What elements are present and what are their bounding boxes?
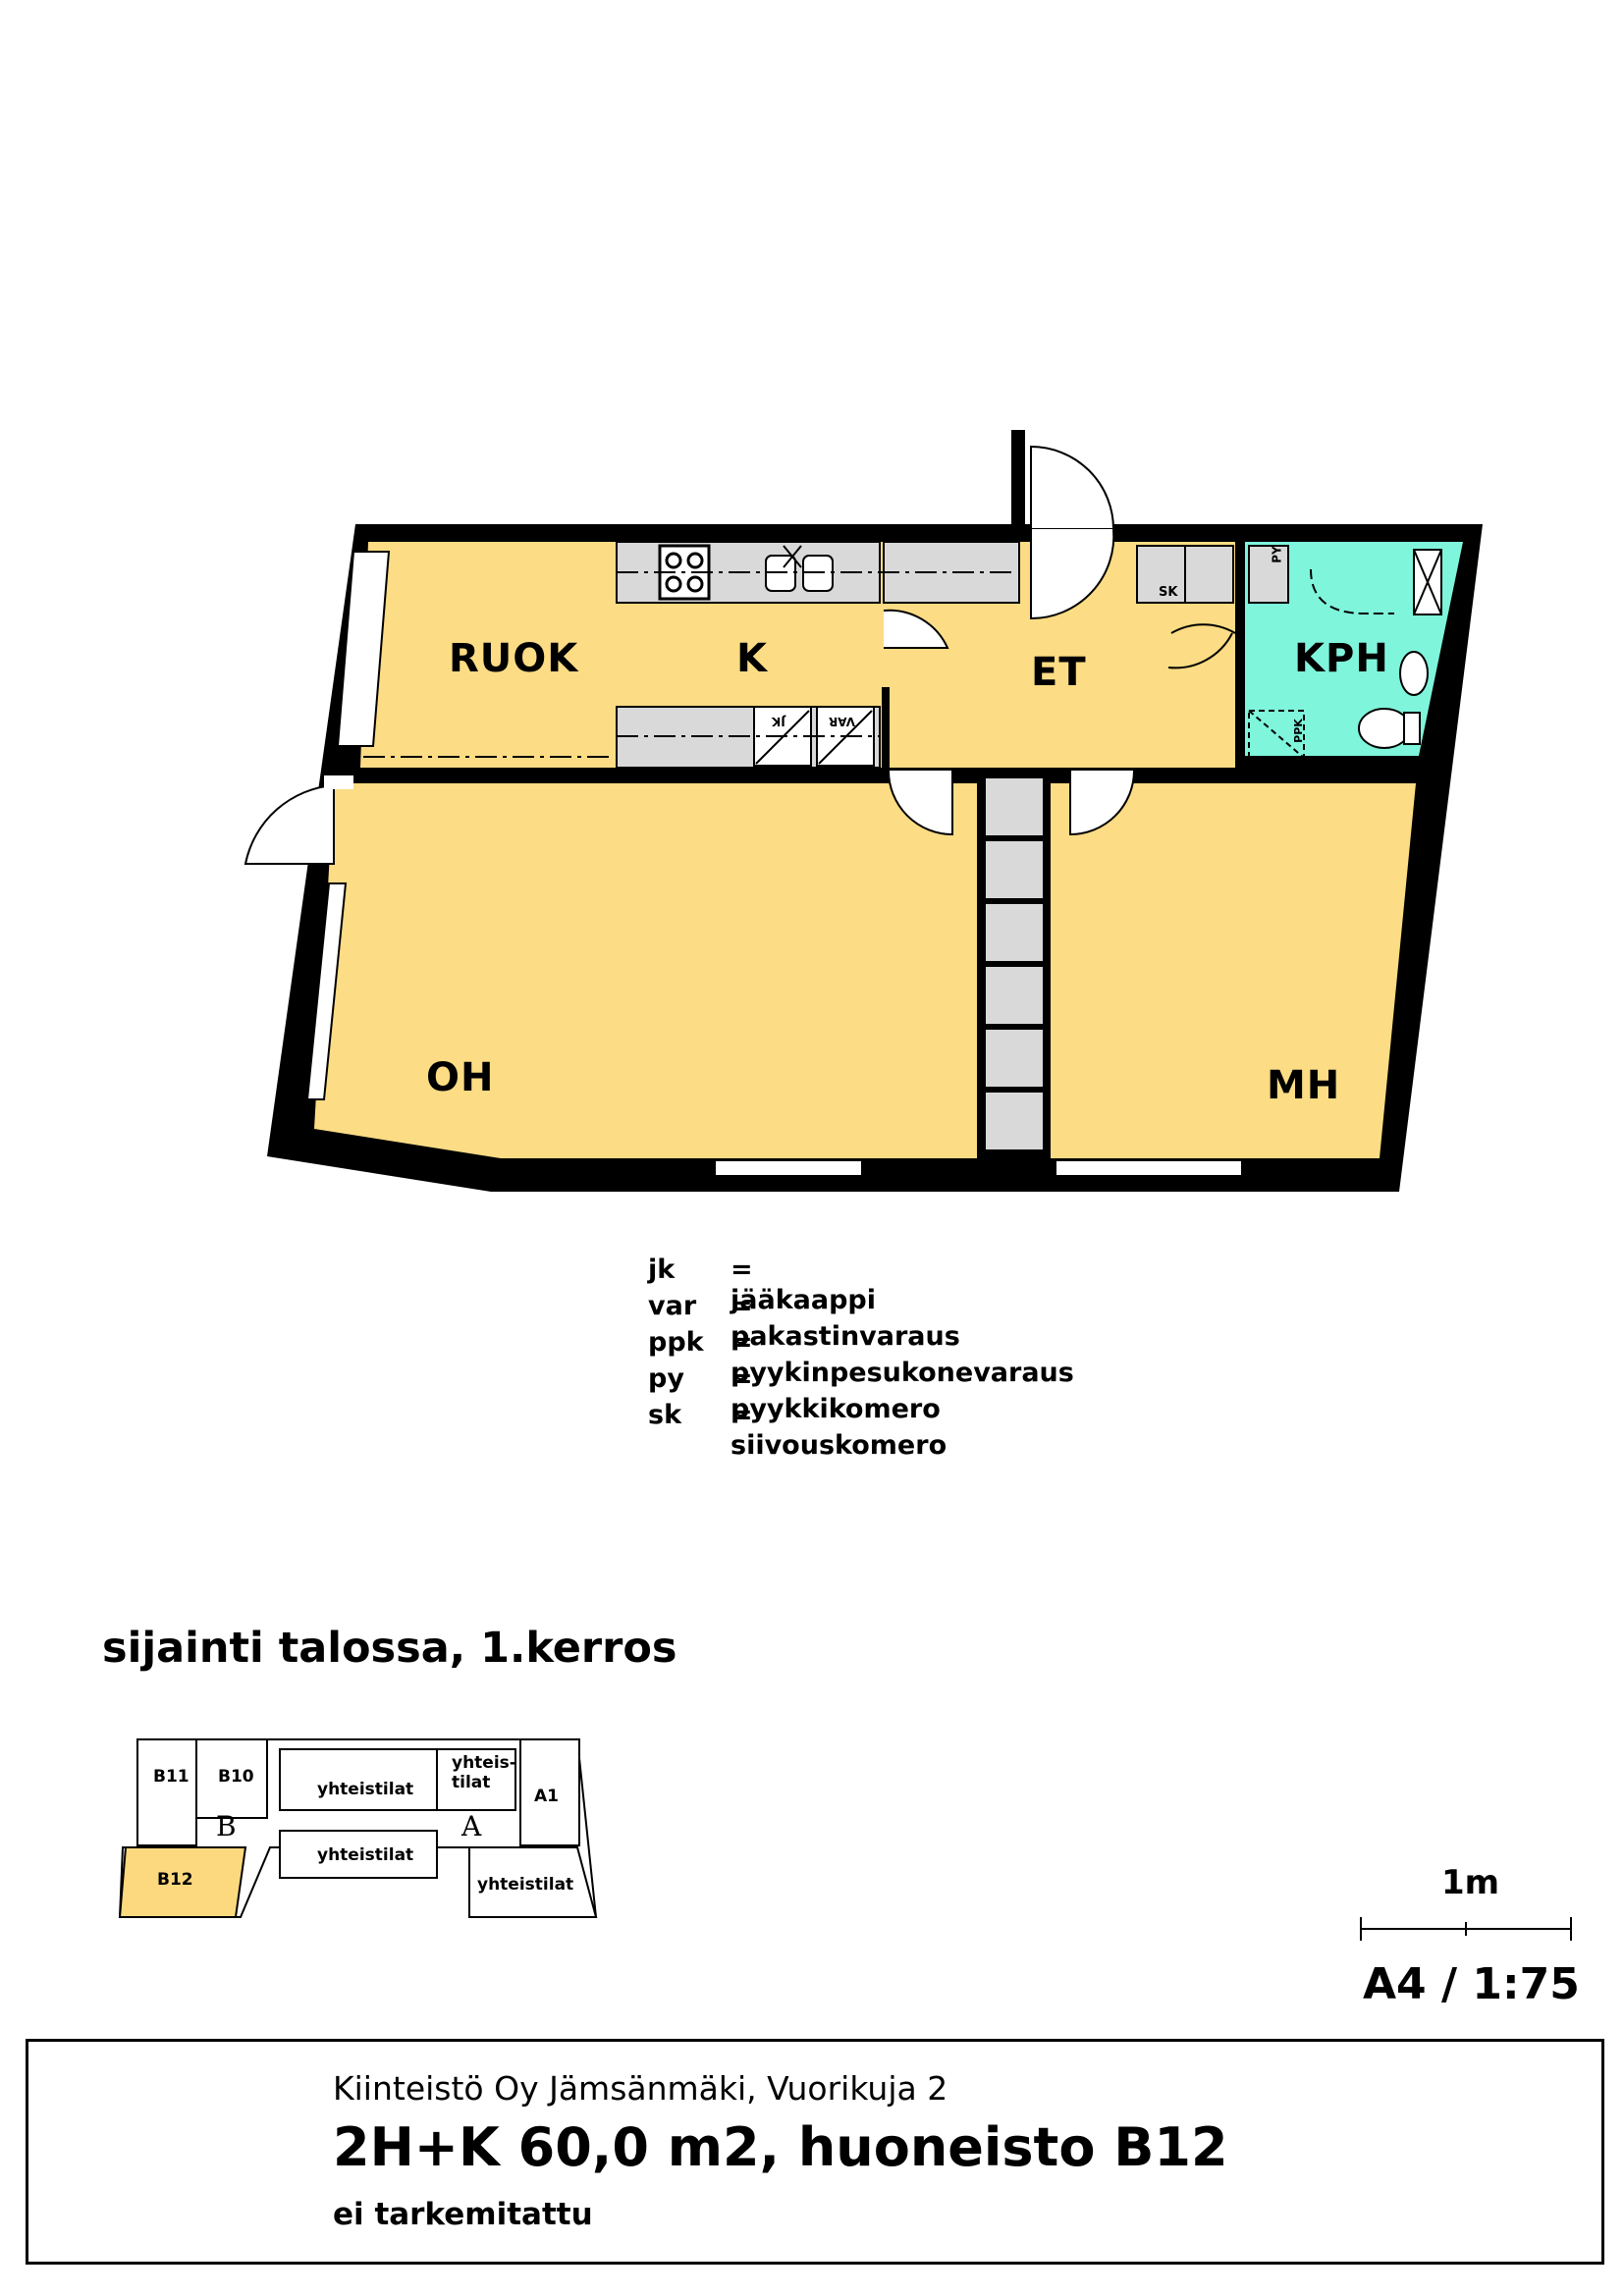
scale-bar	[1360, 1917, 1572, 1941]
partition-et-mh	[1129, 768, 1419, 783]
map-unit-a1: A1	[534, 1787, 559, 1806]
fixture-label-sk: SK	[1159, 585, 1178, 600]
title-block: Kiinteistö Oy Jämsänmäki, Vuorikuja 2 2H…	[26, 2039, 1604, 2265]
room-floor-kph	[1245, 542, 1463, 756]
door-swings	[244, 445, 1236, 865]
map-unit-yhteistilat-2: yhteis- tilat	[452, 1753, 516, 1792]
map-corridor-a: A	[461, 1810, 482, 1842]
map-unit-yhteistilat-3: yhteistilat	[317, 1845, 414, 1865]
location-map	[118, 1738, 598, 1918]
room-floor-oh	[314, 783, 977, 1158]
room-label-k: K	[736, 636, 768, 681]
measurement-note: ei tarkemitattu	[333, 2197, 593, 2232]
bath-fixtures	[1248, 549, 1442, 759]
room-label-ruok: RUOK	[449, 636, 579, 681]
fixture-label-var: VAR	[829, 715, 855, 728]
fixture-label-ppk: PPK	[1291, 719, 1305, 743]
partition-kitchen-oh	[360, 768, 891, 783]
legend-text: = pakastinvaraus	[731, 1291, 960, 1352]
legend-abbr: var	[648, 1291, 697, 1321]
apartment-title: 2H+K 60,0 m2, huoneisto B12	[333, 2116, 1228, 2178]
scale-ratio: A4 / 1:75	[1363, 1959, 1580, 2009]
room-label-et: ET	[1031, 650, 1087, 695]
shower-curve	[1310, 568, 1394, 614]
legend-abbr: jk	[648, 1255, 676, 1285]
legend-text: = jääkaappi	[731, 1255, 876, 1315]
map-unit-b10: B10	[218, 1767, 254, 1787]
legend-text: = pyykkikomero	[731, 1363, 941, 1424]
windows	[305, 551, 1243, 1177]
room-label-oh: OH	[426, 1055, 495, 1100]
scale-bar-label: 1m	[1441, 1863, 1500, 1902]
map-unit-b12: B12	[157, 1870, 193, 1890]
legend-abbr: py	[648, 1363, 684, 1394]
legend-text: = pyykinpesukonevaraus	[731, 1327, 1074, 1388]
map-unit-b11: B11	[153, 1767, 189, 1787]
map-unit-yhteistilat-4: yhteistilat	[477, 1875, 574, 1895]
legend-abbr: sk	[648, 1400, 682, 1430]
partition-et-kph	[1235, 542, 1245, 768]
fixture-label-py: PY	[1270, 546, 1284, 563]
location-title: sijainti talossa, 1.kerros	[102, 1624, 677, 1673]
room-label-kph: KPH	[1294, 636, 1389, 681]
fixture-label-jk: JK	[772, 715, 785, 728]
wardrobe-units	[984, 776, 1045, 1151]
py-closet	[1248, 545, 1289, 604]
room-floor-mh	[1051, 783, 1416, 1158]
map-corridor-b: B	[216, 1810, 237, 1842]
room-label-mh: MH	[1267, 1063, 1341, 1108]
legend-abbr: ppk	[648, 1327, 704, 1358]
oh-balcony-door	[324, 775, 353, 789]
dash-dot-lines	[363, 571, 1011, 758]
map-unit-yhteistilat-1: yhteistilat	[317, 1780, 414, 1799]
legend-text: = siivouskomero	[731, 1400, 947, 1461]
partition-kitchen-et	[882, 687, 890, 775]
property-name: Kiinteistö Oy Jämsänmäki, Vuorikuja 2	[333, 2069, 948, 2108]
